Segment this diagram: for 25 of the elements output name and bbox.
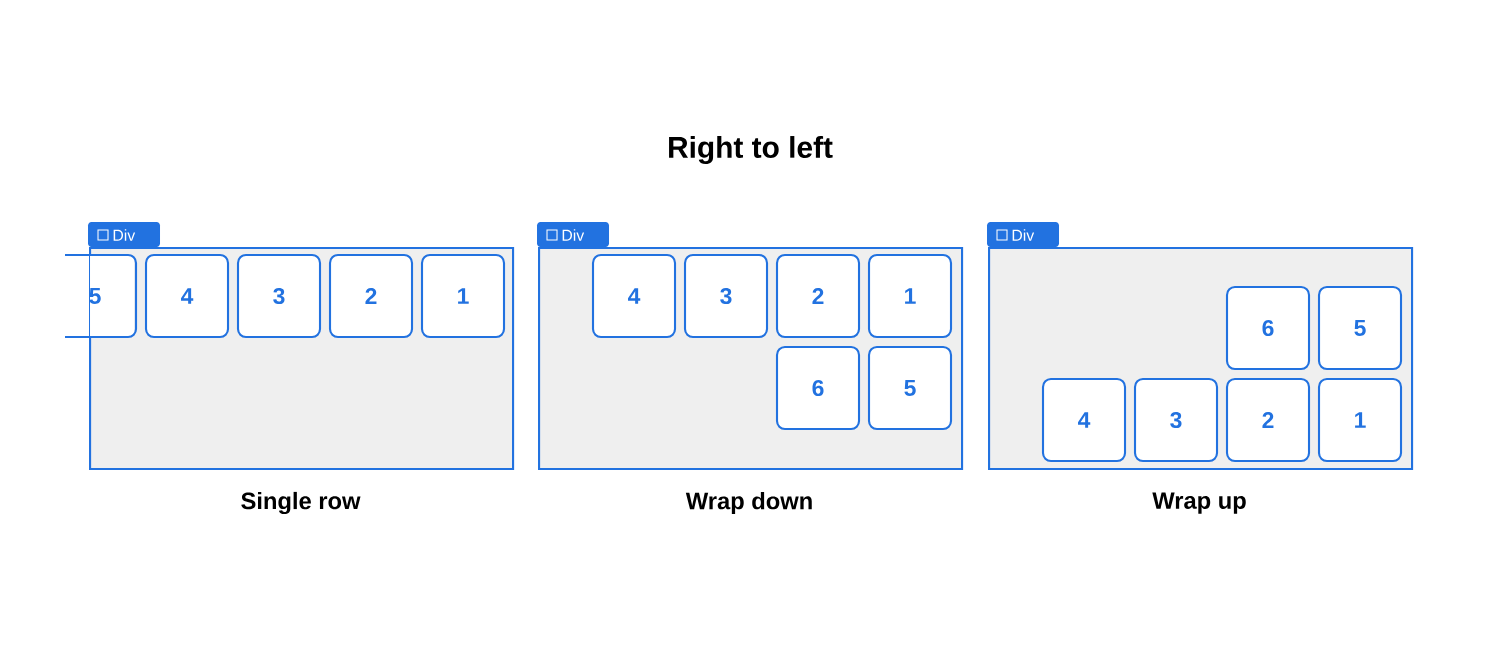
item-box: 1 [1317, 377, 1403, 463]
item-box: 2 [328, 253, 414, 339]
overflow-item-box: 5 [65, 253, 138, 339]
item-box: 3 [683, 253, 769, 339]
item-box: 6 [1225, 285, 1311, 371]
node-label: Single row [241, 491, 361, 515]
item-box: 5 [867, 345, 953, 431]
item-box: 2 [1225, 377, 1311, 463]
node-label: Wrap up [1152, 492, 1246, 514]
item-box: 5 [1317, 285, 1403, 371]
item-box: 4 [144, 253, 230, 339]
item-box: 3 [236, 253, 322, 339]
item-box: 1 [420, 253, 506, 339]
item-box: 3 [1133, 377, 1219, 463]
tab-label: Div [987, 222, 1059, 247]
item-box: 6 [775, 345, 861, 431]
item-box: 1 [867, 253, 953, 339]
tab-label: Div [88, 222, 160, 247]
item-box: 2 [775, 253, 861, 339]
title: Right to left [669, 136, 833, 164]
tab-label: Div [537, 222, 609, 247]
item-box: 4 [591, 253, 677, 339]
node-label: Wrap down [685, 491, 812, 515]
node-label: 5 [89, 288, 101, 304]
item-box: 4 [1041, 377, 1127, 463]
